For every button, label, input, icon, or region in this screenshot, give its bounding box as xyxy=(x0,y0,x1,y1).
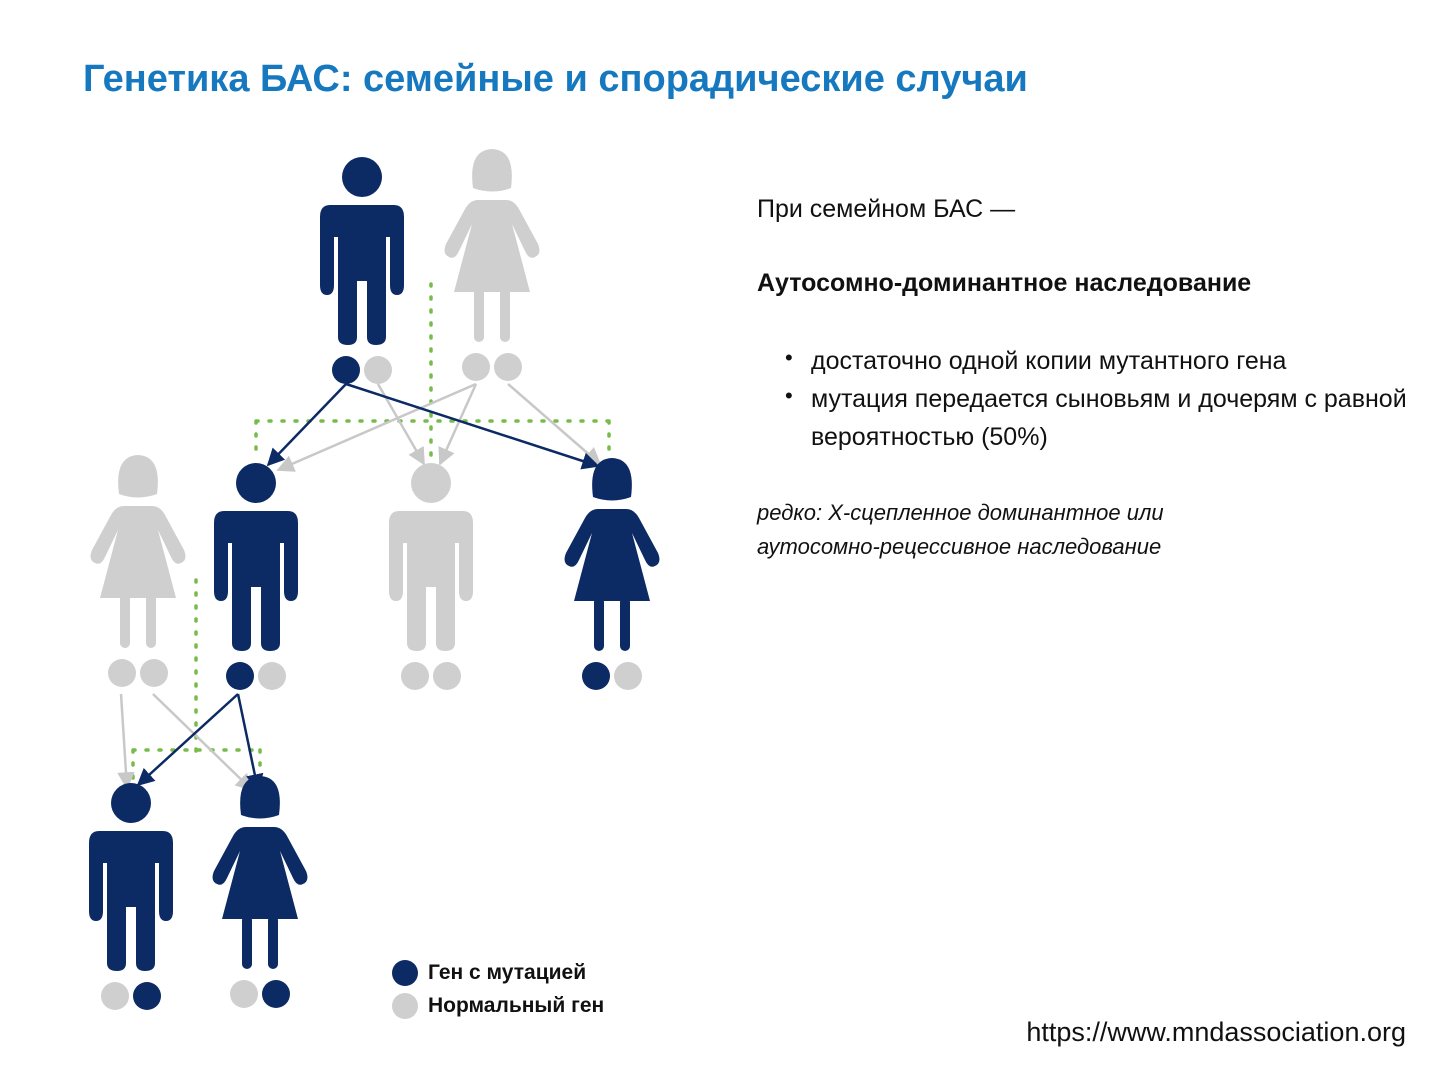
info-panel: При семейном БАС — Аутосомно-доминантное… xyxy=(757,190,1417,564)
pedigree-links xyxy=(131,282,611,780)
female-figure-icon xyxy=(564,458,660,651)
rare-note-line: редко: Х-сцепленное доминантное или xyxy=(757,500,1164,525)
bullet-item: достаточно одной копии мутантного гена xyxy=(785,339,1417,380)
person-gen1-father xyxy=(320,157,404,384)
person-gen2-son-affected xyxy=(214,463,298,690)
arrow-navy xyxy=(345,382,600,470)
mutated-gene-icon xyxy=(392,959,418,986)
arrow-navy xyxy=(136,693,239,787)
pedigree-diagram xyxy=(89,149,660,1010)
gen3-sibship-link xyxy=(131,748,262,780)
arrow-gray xyxy=(507,383,602,466)
source-url: https://www.mndassociation.org xyxy=(1026,1017,1406,1047)
legend: Ген с мутацией Нормальный ген xyxy=(392,956,604,1022)
male-figure-icon xyxy=(89,783,173,971)
mutated-gene-icon xyxy=(262,980,290,1008)
mutated-gene-icon xyxy=(133,982,161,1010)
female-figure-icon xyxy=(90,455,186,648)
normal-gene-icon xyxy=(258,662,286,690)
person-gen1-mother xyxy=(444,149,540,381)
female-figure-icon xyxy=(444,149,540,342)
arrow-gray xyxy=(438,383,478,466)
arrow-navy xyxy=(266,383,347,467)
legend-label: Ген с мутацией xyxy=(428,960,587,984)
rare-note: редко: Х-сцепленное доминантное или ауто… xyxy=(757,496,1417,564)
person-gen2-son-unaffected xyxy=(389,463,473,690)
male-figure-icon xyxy=(320,157,404,345)
legend-item-normal: Нормальный ген xyxy=(392,989,604,1022)
page-title: Генетика БАС: семейные и спорадические с… xyxy=(83,58,1028,100)
mutated-gene-icon xyxy=(332,356,360,384)
normal-gene-icon xyxy=(614,662,642,690)
gen2-sibship-link xyxy=(254,419,611,454)
arrow-gray xyxy=(117,693,135,790)
legend-label: Нормальный ген xyxy=(428,993,605,1017)
person-gen3-son xyxy=(89,783,173,1010)
arrow-gray xyxy=(152,693,254,792)
normal-gene-icon xyxy=(494,353,522,381)
inheritance-arrows xyxy=(117,382,602,792)
normal-gene-icon xyxy=(140,659,168,687)
rare-note-line: аутосомно-рецессивное наследование xyxy=(757,534,1162,559)
normal-gene-icon xyxy=(230,980,258,1008)
male-figure-icon xyxy=(389,463,473,651)
mutated-gene-icon xyxy=(226,662,254,690)
person-gen3-daughter xyxy=(212,776,308,1008)
male-figure-icon xyxy=(214,463,298,651)
normal-gene-icon xyxy=(433,662,461,690)
female-figure-icon xyxy=(212,776,308,969)
arrow-gray xyxy=(276,382,477,472)
bullet-item: мутация передается сыновьям и дочерям с … xyxy=(785,377,1417,456)
bullet-list: достаточно одной копии мутантного гена м… xyxy=(757,339,1417,456)
normal-gene-icon xyxy=(392,992,418,1019)
intro-text: При семейном БАС — xyxy=(757,195,1016,223)
normal-gene-icon xyxy=(401,662,429,690)
normal-gene-icon xyxy=(101,982,129,1010)
normal-gene-icon xyxy=(364,356,392,384)
person-gen2-wife xyxy=(90,455,186,687)
person-gen2-daughter-affected xyxy=(564,458,660,690)
mutated-gene-icon xyxy=(582,662,610,690)
inheritance-heading: Аутосомно-доминантное наследование xyxy=(757,269,1252,297)
normal-gene-icon xyxy=(462,353,490,381)
legend-item-mutated: Ген с мутацией xyxy=(392,956,604,989)
normal-gene-icon xyxy=(108,659,136,687)
arrow-navy xyxy=(236,693,264,792)
